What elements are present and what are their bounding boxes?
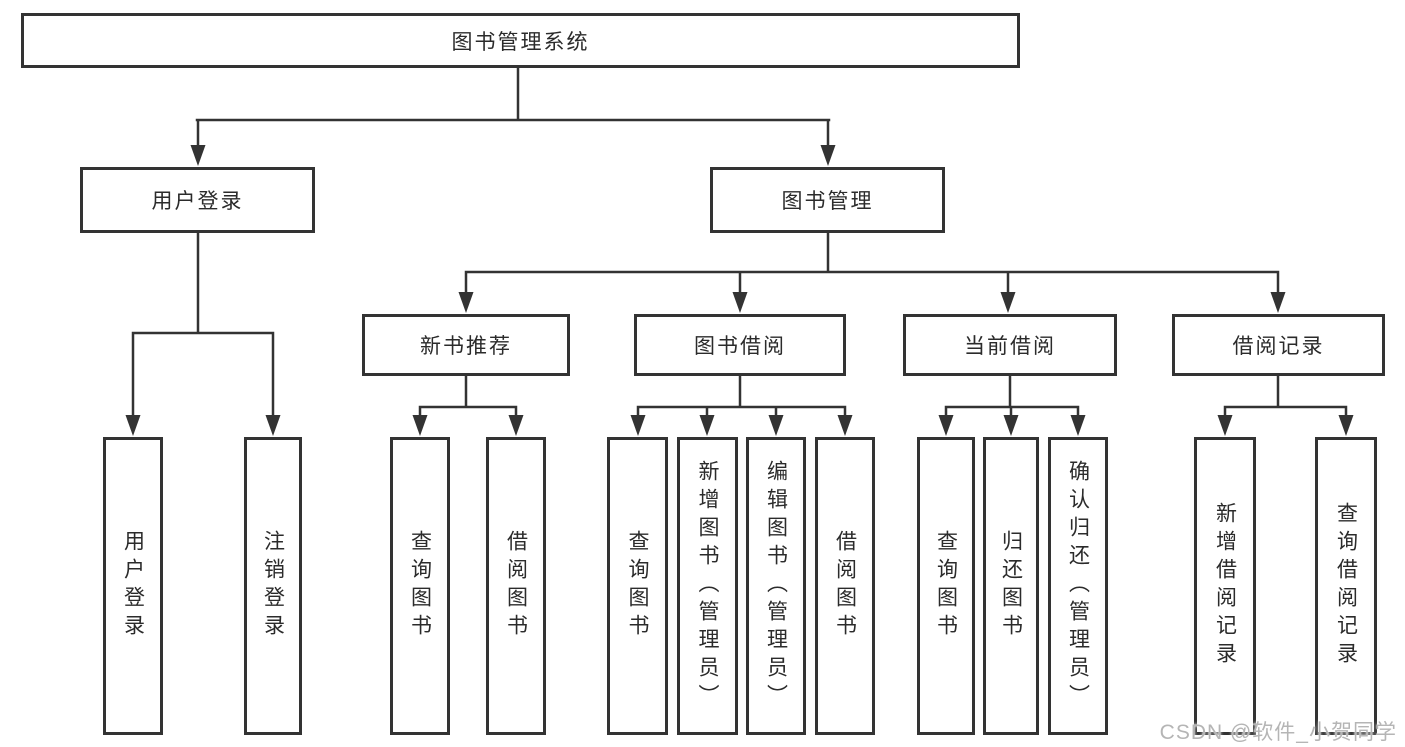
connector-lines: [131, 66, 1348, 418]
csdn-watermark: CSDN @软件_小贺同学: [1159, 721, 1397, 744]
leaf-label: 新增图书（管理员）: [696, 460, 719, 712]
node-leaf-logout: 注销登录: [244, 437, 302, 735]
leaf-label: 查询图书: [934, 530, 958, 642]
node-current-borrowing: 当前借阅: [903, 314, 1117, 376]
node-recommend-query-book: 查询图书: [390, 437, 450, 735]
leaf-label: 编辑图书（管理员）: [764, 460, 788, 712]
node-leaf-user-login: 用户登录: [103, 437, 163, 735]
node-user-login: 用户登录: [80, 167, 315, 233]
node-borrow-borrow-book: 借阅图书: [815, 437, 875, 735]
node-borrowing-records: 借阅记录: [1172, 314, 1385, 376]
leaf-label: 用户登录: [121, 530, 145, 642]
node-borrow-query-book: 查询图书: [607, 437, 668, 735]
node-borrow-edit-book-admin: 编辑图书（管理员）: [746, 437, 806, 735]
leaf-label: 确认归还（管理员）: [1066, 460, 1090, 712]
node-records-query-borrow-record: 查询借阅记录: [1315, 437, 1377, 735]
leaf-label: 借阅图书: [504, 530, 528, 642]
node-book-borrowing: 图书借阅: [634, 314, 846, 376]
node-current-query-book: 查询图书: [917, 437, 975, 735]
node-new-book-recommend: 新书推荐: [362, 314, 570, 376]
leaf-label: 注销登录: [261, 530, 285, 642]
leaf-label: 借阅图书: [833, 530, 857, 642]
node-borrow-add-book-admin: 新增图书（管理员）: [677, 437, 738, 735]
leaf-label: 查询借阅记录: [1334, 502, 1358, 670]
leaf-label: 查询图书: [408, 530, 432, 642]
node-records-add-borrow-record: 新增借阅记录: [1194, 437, 1256, 735]
node-current-return-book: 归还图书: [983, 437, 1039, 735]
node-current-confirm-return-admin: 确认归还（管理员）: [1048, 437, 1108, 735]
node-book-management: 图书管理: [710, 167, 945, 233]
node-recommend-borrow-book: 借阅图书: [486, 437, 546, 735]
node-book-management-system: 图书管理系统: [21, 13, 1020, 68]
leaf-label: 新增借阅记录: [1213, 502, 1237, 670]
leaf-label: 查询图书: [626, 530, 649, 642]
leaf-label: 归还图书: [999, 530, 1023, 642]
